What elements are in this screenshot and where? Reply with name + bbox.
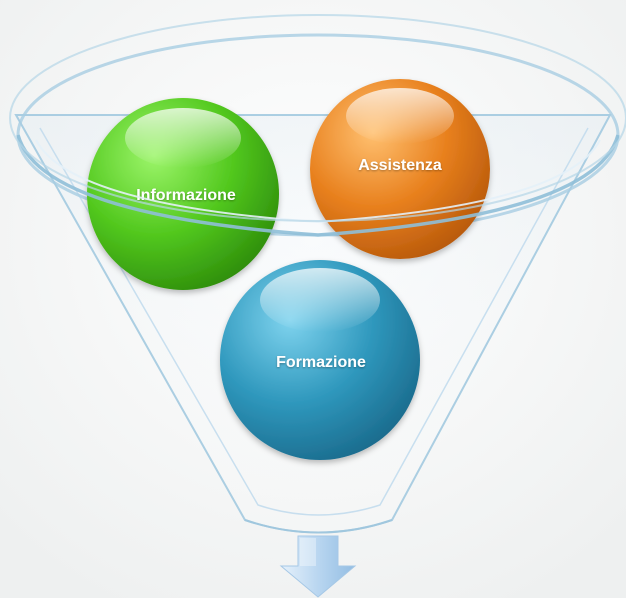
funnel-rim-front — [16, 134, 620, 237]
ball-formazione: Formazione — [220, 260, 420, 460]
ball-formazione-shine — [260, 268, 380, 332]
down-arrow-icon — [279, 535, 357, 598]
ball-formazione-label: Formazione — [276, 354, 366, 371]
down-arrow-shape — [279, 535, 357, 598]
funnel-inner-line — [39, 127, 589, 516]
down-arrow-highlight — [300, 538, 316, 566]
ball-informazione-shine — [125, 108, 241, 168]
funnel-spout — [244, 519, 393, 534]
ball-informazione: Informazione — [87, 98, 279, 290]
ball-assistenza-shine — [346, 88, 454, 144]
ball-assistenza-label: Assistenza — [358, 157, 442, 174]
ball-assistenza: Assistenza — [310, 79, 490, 259]
funnel-rim-outer — [9, 14, 626, 222]
ball-informazione-label: Informazione — [136, 187, 236, 204]
